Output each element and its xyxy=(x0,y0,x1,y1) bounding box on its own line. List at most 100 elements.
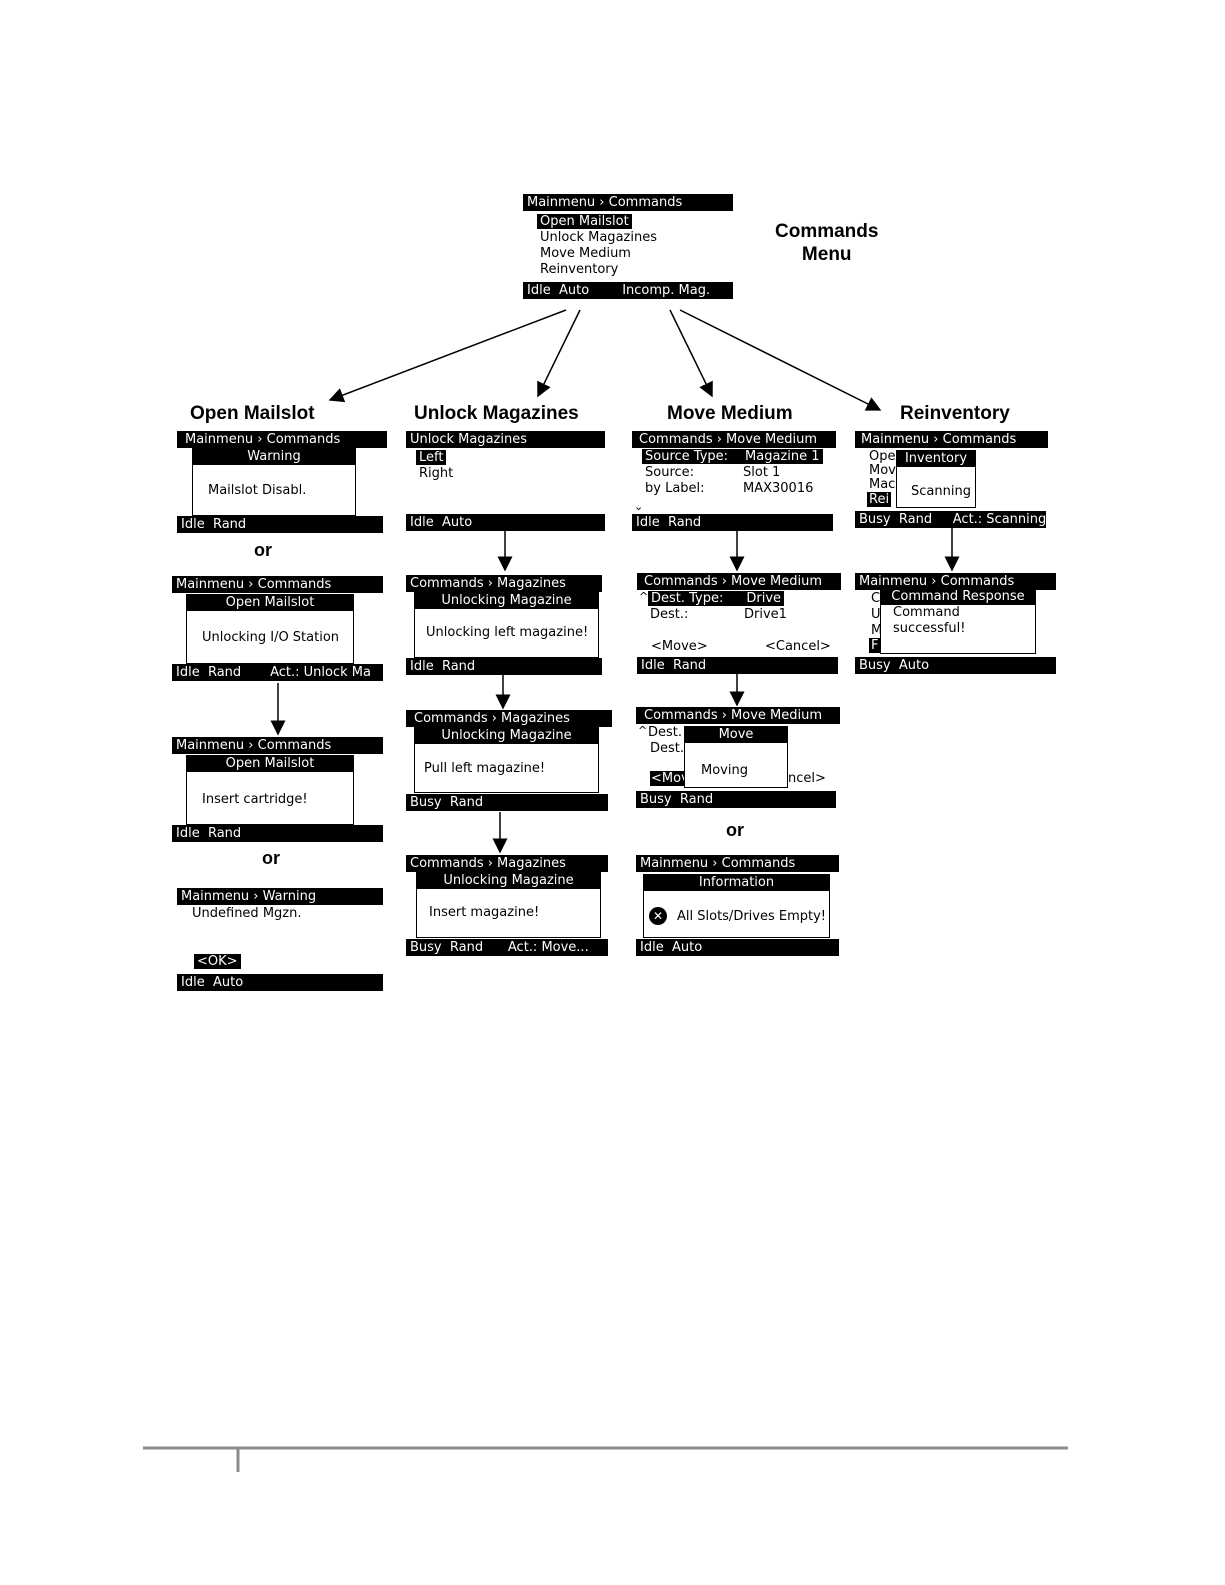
command-response-dialog: Command Response Command successful! xyxy=(880,588,1036,654)
cancel-button[interactable]: <Cancel> xyxy=(765,639,831,654)
dest-label: Dest. xyxy=(650,741,685,756)
screen-title: Mainmenu › Commands xyxy=(636,855,839,872)
dialog-message: Command successful! xyxy=(893,605,966,636)
screen-title: Mainmenu › Commands xyxy=(855,431,1048,448)
screen-title: Commands › Move Medium xyxy=(637,573,841,590)
mailslot-insert-screen: Mainmenu › Commands Open Mailslot Insert… xyxy=(172,737,383,843)
menu-item[interactable]: Mac xyxy=(869,477,896,492)
status-bar: Idle Auto xyxy=(406,514,605,531)
pull-magazine-screen: Commands › Magazines Unlocking Magazine … xyxy=(406,710,612,812)
arrow-to-move-medium xyxy=(669,309,713,398)
or-label: or xyxy=(262,848,280,868)
unlock-magazines-screen: Unlock Magazines Left Right Idle Auto xyxy=(406,431,605,531)
move-button[interactable]: <Move> xyxy=(651,639,708,654)
screen-title: Mainmenu › Warning xyxy=(177,888,383,905)
status-bar: Idle Rand xyxy=(637,657,838,674)
information-screen: Mainmenu › Commands Information ✕ All Sl… xyxy=(636,855,839,957)
arrow-to-reinventory xyxy=(679,309,882,411)
status-bar: Idle Auto xyxy=(177,974,383,991)
menu-item[interactable]: U xyxy=(871,607,881,622)
dialog-title: Open Mailslot xyxy=(187,595,353,611)
dialog-message: Insert magazine! xyxy=(429,905,540,920)
commands-menu-heading: Commands Menu xyxy=(775,221,879,265)
source-type-row[interactable]: Source Type:Magazine 1 xyxy=(642,449,823,465)
open-mailslot-dialog: Open Mailslot Unlocking I/O Station xyxy=(186,594,354,664)
menu-item[interactable]: Rei xyxy=(867,492,892,507)
dest-type-row[interactable]: Dest. Type:Drive xyxy=(648,591,785,607)
undefined-magazine-screen: Mainmenu › Warning Undefined Mgzn. <OK> … xyxy=(177,888,383,993)
menu-item-reinventory[interactable]: Reinventory xyxy=(540,262,619,277)
dialog-message: All Slots/Drives Empty! xyxy=(677,909,827,924)
open-mailslot-heading: Open Mailslot xyxy=(190,403,315,424)
status-bar: Idle Rand Act.: Unlock Ma xyxy=(172,664,383,681)
menu-item-move-medium[interactable]: Move Medium xyxy=(540,246,631,261)
dialog-title: Unlocking Magazine xyxy=(415,593,598,609)
menu-item[interactable]: Mov xyxy=(869,463,896,478)
screen-title: Unlock Magazines xyxy=(406,431,605,448)
screen-title: Commands › Magazines xyxy=(406,855,608,872)
menu-item[interactable]: C xyxy=(871,591,881,606)
status-bar: Busy Rand xyxy=(636,791,836,808)
unlocking-magazine-screen: Commands › Magazines Unlocking Magazine … xyxy=(406,575,602,675)
menu-item-right[interactable]: Right xyxy=(419,466,454,481)
ok-button[interactable]: <OK> xyxy=(194,954,241,970)
status-bar: Idle Rand xyxy=(172,825,383,842)
error-icon: ✕ xyxy=(649,907,667,925)
dialog-title: Command Response xyxy=(881,589,1035,605)
dialog-message: Insert cartridge! xyxy=(202,792,308,807)
menu-item[interactable]: F xyxy=(869,638,881,653)
scroll-down-icon[interactable]: ⌄ xyxy=(634,500,644,513)
menu-item[interactable]: Ope xyxy=(869,449,896,464)
dest-type-label: Dest. xyxy=(648,725,683,740)
status-bar: Busy Rand Act.: Scanning xyxy=(855,511,1046,528)
status-bar: Busy Auto xyxy=(855,657,1056,674)
screen-title: Mainmenu › Commands xyxy=(172,576,383,593)
warning-dialog: Warning Mailslot Disabl. xyxy=(192,448,356,516)
move-dialog: Move Moving xyxy=(684,726,788,788)
command-response-screen: Mainmenu › Commands C U M F Command Resp… xyxy=(855,573,1056,675)
status-bar: Idle Auto Incomp. Mag. xyxy=(523,282,733,299)
warning-message: Undefined Mgzn. xyxy=(192,906,302,921)
status-bar: Idle Rand xyxy=(177,516,383,533)
dest-value: Drive1 xyxy=(744,607,787,622)
insert-magazine-screen: Commands › Magazines Unlocking Magazine … xyxy=(406,855,608,957)
by-label-label: by Label: xyxy=(645,481,705,496)
screen-title: Mainmenu › Commands xyxy=(855,573,1056,590)
or-label: or xyxy=(726,820,744,840)
menu-item-left[interactable]: Left xyxy=(416,450,447,466)
scroll-up-icon[interactable]: ^ xyxy=(639,590,649,603)
dialog-message: Pull left magazine! xyxy=(424,761,546,776)
move-medium-dest-screen: Commands › Move Medium ^ Dest. Type:Driv… xyxy=(637,573,841,675)
unlocking-dialog: Unlocking Magazine Pull left magazine! xyxy=(414,727,599,793)
source-label: Source: xyxy=(645,465,695,480)
mailslot-unlocking-screen: Mainmenu › Commands Open Mailslot Unlock… xyxy=(172,576,383,682)
dialog-title: Warning xyxy=(193,449,355,465)
dialog-title: Unlocking Magazine xyxy=(415,728,598,744)
dialog-message: Unlocking I/O Station xyxy=(202,630,340,645)
dest-label: Dest.: xyxy=(650,607,689,622)
dialog-title: Information xyxy=(644,875,829,891)
menu-item-unlock-magazines[interactable]: Unlock Magazines xyxy=(540,230,657,245)
move-medium-heading: Move Medium xyxy=(667,403,793,424)
screen-title: Mainmenu › Commands xyxy=(172,737,383,754)
inventory-scanning-screen: Mainmenu › Commands Ope Mov Mac Rei Inve… xyxy=(855,431,1048,528)
information-dialog: Information ✕ All Slots/Drives Empty! xyxy=(643,874,830,938)
status-bar: Busy Rand xyxy=(406,794,608,811)
move-button[interactable]: <Mov xyxy=(650,771,690,786)
unlocking-dialog: Unlocking Magazine Insert magazine! xyxy=(416,872,601,938)
dialog-message: Mailslot Disabl. xyxy=(208,483,307,498)
by-label-value: MAX30016 xyxy=(743,481,814,496)
menu-item[interactable]: M xyxy=(871,623,883,638)
status-bar: Busy Rand Act.: Move... xyxy=(406,939,608,956)
move-medium-moving-screen: Commands › Move Medium ^ Dest. Dest. <Mo… xyxy=(636,707,840,809)
screen-title: Commands › Magazines xyxy=(406,710,612,727)
unlock-magazines-heading: Unlock Magazines xyxy=(414,403,579,424)
menu-item-open-mailslot[interactable]: Open Mailslot xyxy=(537,214,632,230)
dialog-message: Unlocking left magazine! xyxy=(426,625,589,640)
scroll-up-icon[interactable]: ^ xyxy=(638,724,648,737)
inventory-dialog: Inventory Scanning xyxy=(896,450,976,508)
status-bar: Idle Rand xyxy=(406,658,602,675)
arrow-to-unlock-magazines xyxy=(537,309,581,398)
dialog-title: Open Mailslot xyxy=(187,756,353,772)
cancel-button[interactable]: ncel> xyxy=(788,771,826,786)
